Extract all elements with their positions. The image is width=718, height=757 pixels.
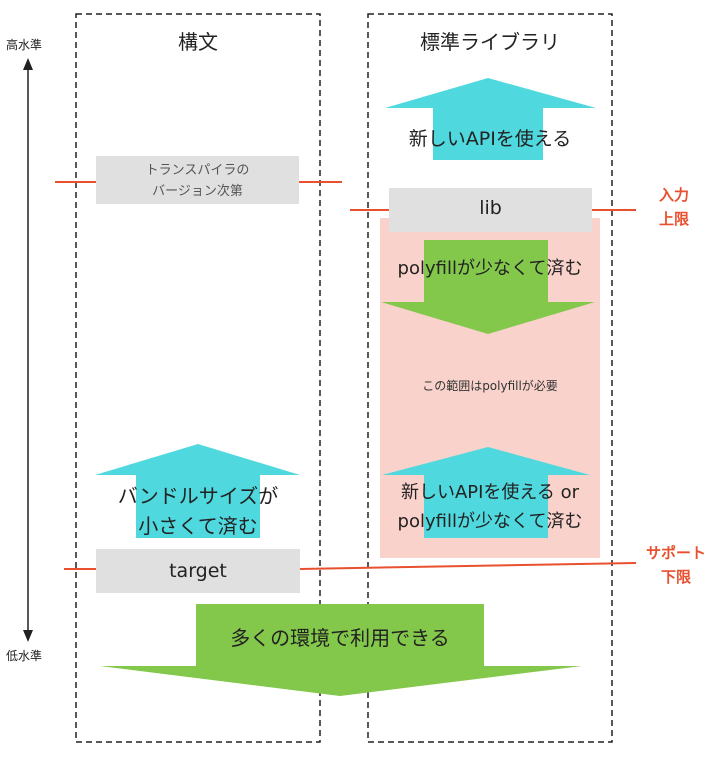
input-limit-label: 入力 上限 <box>646 183 702 231</box>
axis-down-arrowhead <box>23 630 33 642</box>
support-limit-label: サポート 下限 <box>636 541 716 589</box>
stdlib-column-frame <box>367 13 613 743</box>
polyfill-down-arrow <box>381 240 595 334</box>
polyfill-range-label: この範囲はpolyfillが必要 <box>422 379 558 393</box>
syntax-column-frame <box>75 13 321 743</box>
transpiler-label-line1: トランスパイラの <box>145 163 250 178</box>
stdlib-column-title: 標準ライブラリ <box>420 30 560 54</box>
support-limit-line1: サポート <box>645 544 706 562</box>
bundle-label-line1: バンドルサイズが <box>117 484 279 508</box>
either-label-line1: 新しいAPIを使える or <box>400 482 580 503</box>
compat-down-arrow <box>100 604 582 696</box>
transpiler-box <box>96 156 299 204</box>
polyfill-small-label: polyfillが少なくて済む <box>397 258 583 279</box>
transpiler-label-line2: バージョン次第 <box>152 184 243 199</box>
target-label: target <box>169 560 227 582</box>
bundle-up-arrow <box>95 444 300 538</box>
axis-up-arrowhead <box>23 58 33 70</box>
new-api-up-arrow <box>385 78 596 160</box>
compat-label: 多くの環境で利用できる <box>230 626 450 650</box>
input-limit-line2: 上限 <box>658 210 689 228</box>
lib-label: lib <box>479 197 502 219</box>
target-box <box>96 549 300 593</box>
axis-low-label: 低水準 <box>6 649 43 663</box>
lib-box <box>389 188 592 232</box>
input-limit-line1: 入力 <box>658 186 689 204</box>
axis-high-label: 高水準 <box>6 38 43 52</box>
either-up-arrow <box>382 447 590 538</box>
either-label-line2: polyfillが少なくて済む <box>397 511 583 532</box>
support-limit-line2: 下限 <box>660 568 691 586</box>
syntax-column-title: 構文 <box>178 30 218 54</box>
new-api-label: 新しいAPIを使える <box>408 128 572 150</box>
target-line-right <box>299 562 637 570</box>
bundle-label-line2: 小さくて済む <box>138 514 258 538</box>
